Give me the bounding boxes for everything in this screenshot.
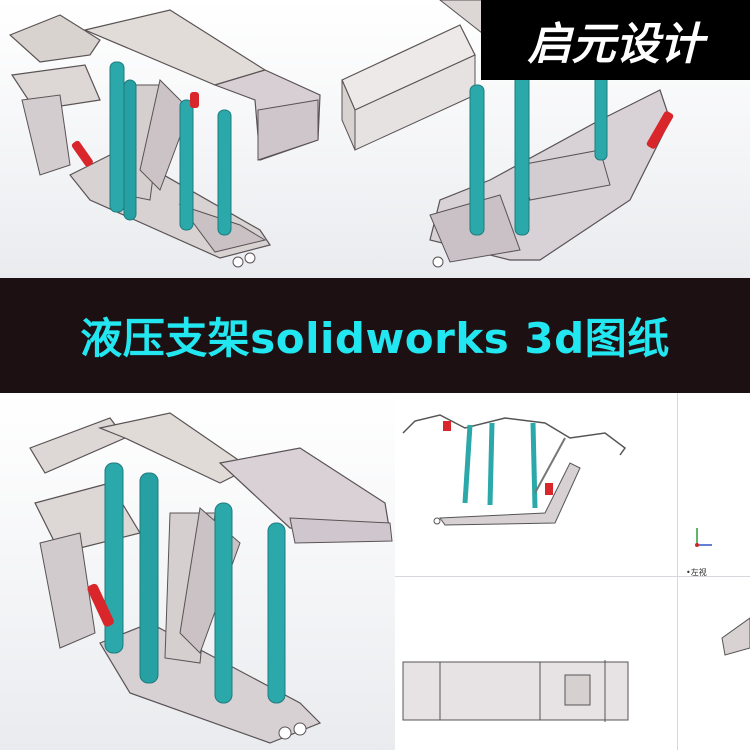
render-view-bottom-left <box>0 393 395 750</box>
side-view-drawing <box>402 414 627 526</box>
render-view-top-left <box>0 0 330 278</box>
hydraulic-support-model-isometric-1 <box>8 9 321 268</box>
axis-triad-and-partial-view <box>695 528 750 656</box>
banner-title: 液压支架solidworks 3d图纸 <box>80 314 670 363</box>
drawing-sheet-partial <box>677 393 750 750</box>
title-banner: 液压支架solidworks 3d图纸 <box>0 278 750 393</box>
brand-badge: 启元设计 <box>481 0 750 80</box>
left-view-label: •左视 <box>686 568 707 577</box>
top-view-drawing <box>402 660 629 722</box>
drawing-sheet-views <box>395 393 677 750</box>
brand-text: 启元设计 <box>527 19 704 70</box>
hydraulic-support-model-isometric-3 <box>29 412 393 744</box>
